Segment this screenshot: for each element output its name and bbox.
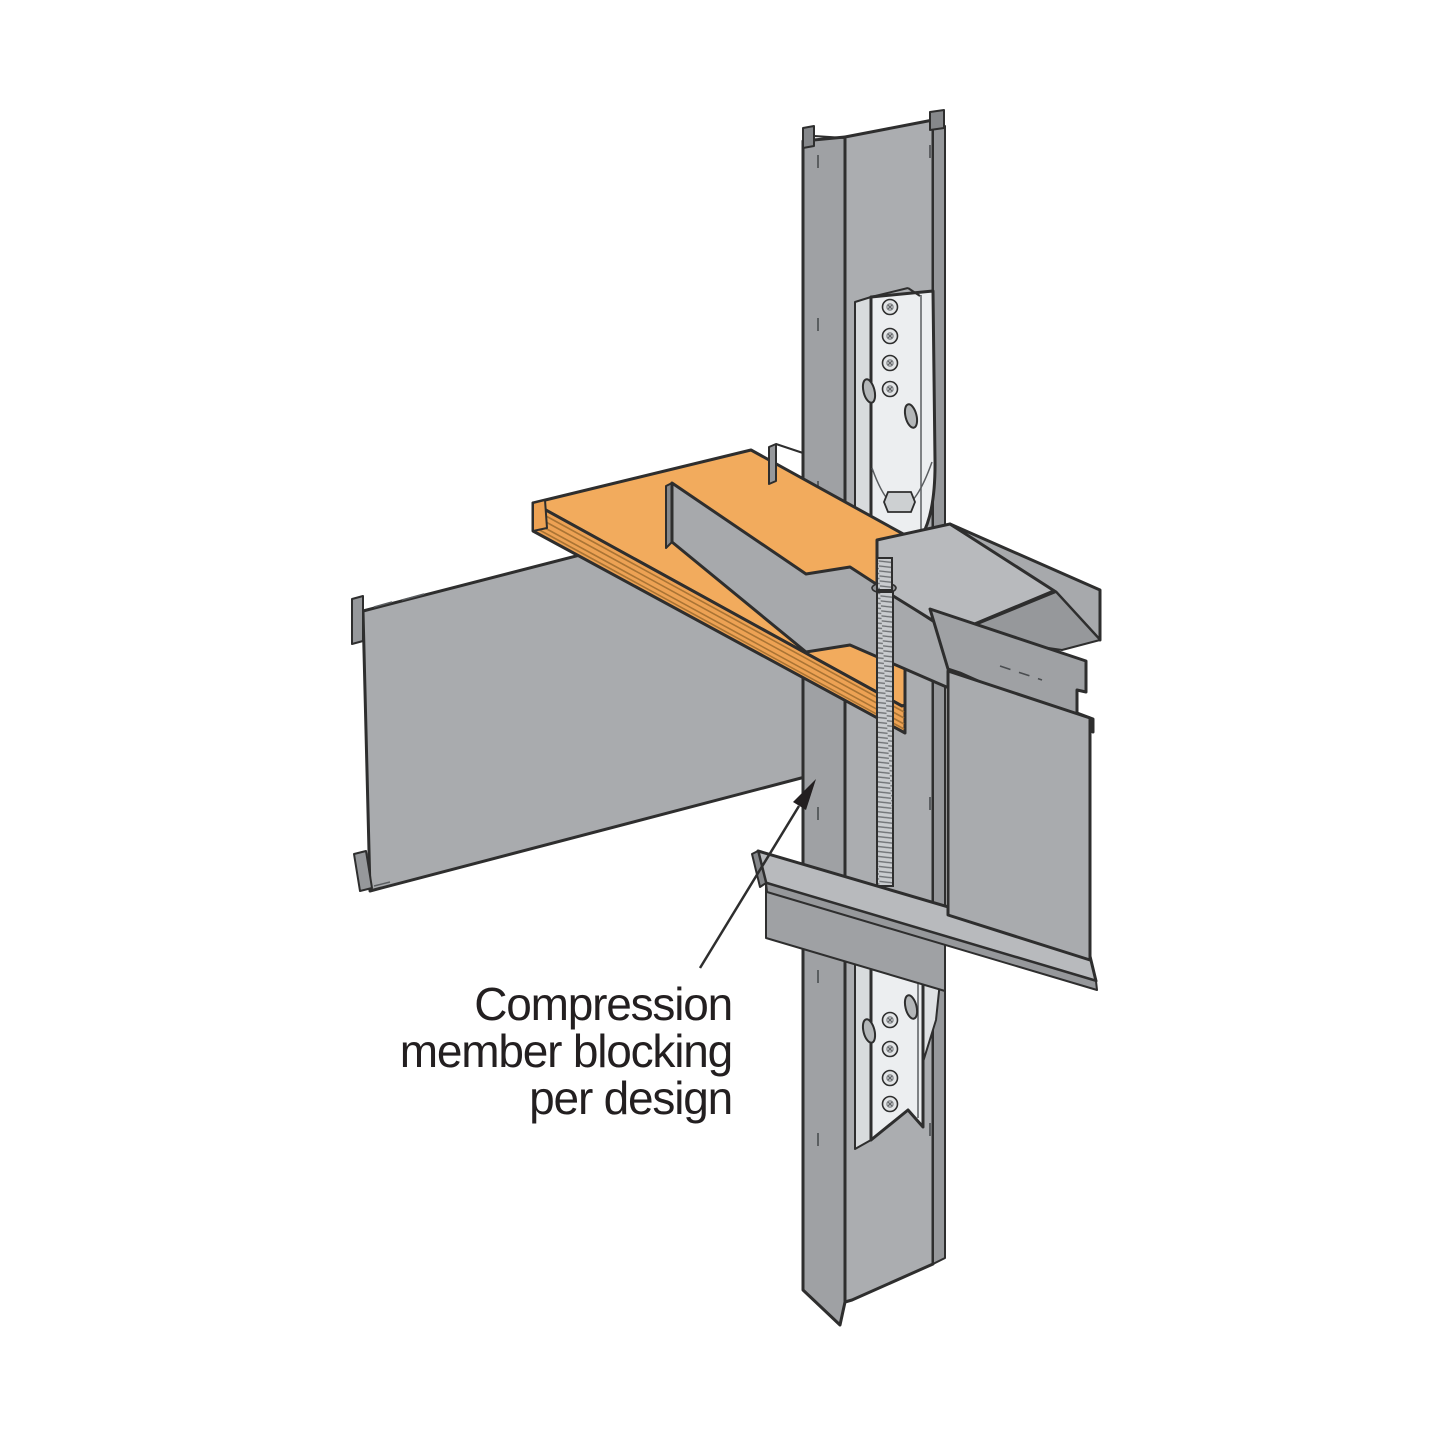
rod-nut	[883, 491, 916, 513]
holdown-slot	[903, 403, 919, 429]
annotation-line-3: per design	[529, 1072, 732, 1124]
arrowhead	[793, 779, 816, 810]
threaded-rod	[876, 557, 894, 887]
top-holdown-face	[869, 289, 937, 559]
annotation-line-2: member blocking	[400, 1025, 732, 1077]
right-channel	[928, 607, 1095, 962]
leader-arrow	[698, 779, 816, 969]
annotation-line-1: Compression	[474, 978, 732, 1030]
holdown-slot	[861, 378, 877, 404]
annotation-label: Compression member blocking per design	[400, 978, 733, 1124]
holdown-slot	[861, 1018, 877, 1044]
right-channel-web	[946, 669, 1092, 962]
holdown-slot	[903, 994, 919, 1020]
